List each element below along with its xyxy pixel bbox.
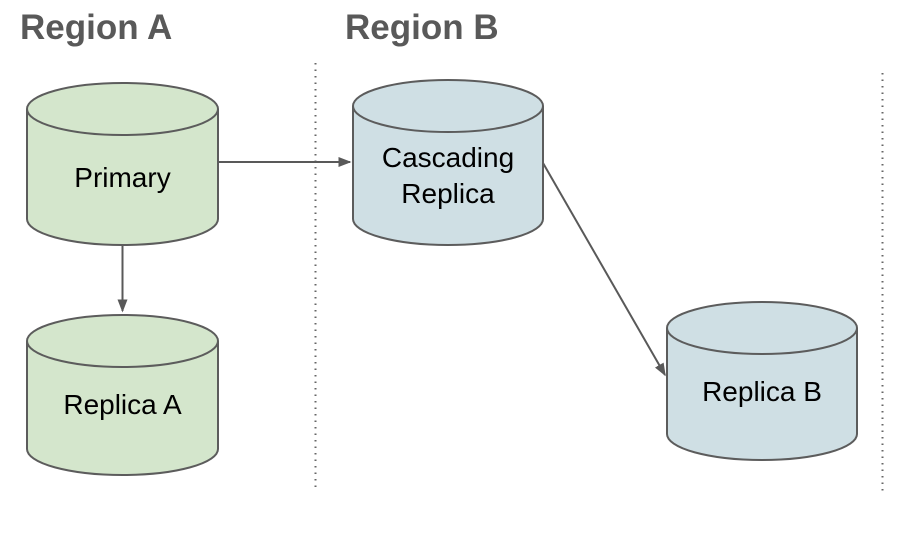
region-b-label: Region B xyxy=(345,8,499,47)
region-a-label: Region A xyxy=(20,8,173,47)
primary-cylinder xyxy=(26,82,219,246)
edge-cascading-to-replica-b xyxy=(542,162,666,377)
primary-node-label: Primary xyxy=(74,162,171,193)
replica-a-node-label: Replica A xyxy=(63,389,182,420)
cascading-replica-cylinder xyxy=(352,79,544,246)
replica-a-cylinder xyxy=(26,314,219,476)
cascading-replica-node-label: Cascading Replica xyxy=(381,142,515,209)
replica-b-node-label: Replica B xyxy=(702,376,822,407)
replica-b-cylinder xyxy=(666,301,858,461)
